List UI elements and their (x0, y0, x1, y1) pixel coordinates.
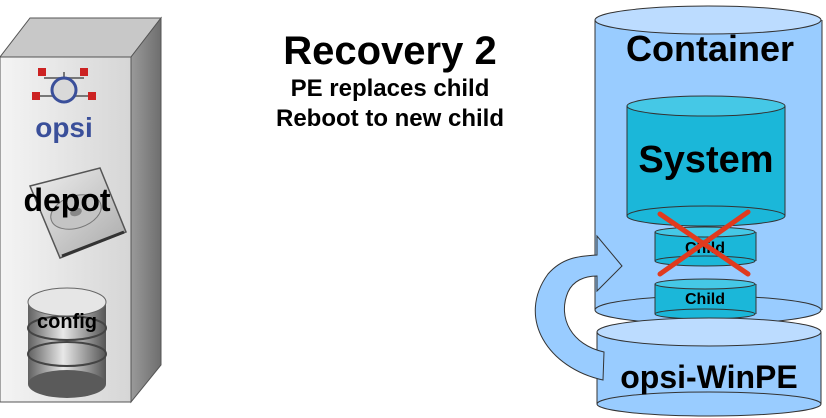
subtitle-line-2: Reboot to new child (276, 105, 504, 132)
new-child-partition: Child (654, 278, 757, 320)
depot-disk: depot (23, 167, 127, 259)
opsi-logo: opsi (32, 68, 96, 143)
network-node-icon (80, 68, 88, 76)
depot-label: depot (23, 182, 110, 218)
container-top (594, 5, 822, 35)
subtitle-line-1: PE replaces child (290, 75, 490, 102)
cross-mark-icon (657, 209, 751, 277)
container-label: Container (626, 28, 794, 69)
config-label: config (37, 311, 97, 333)
tower-side (130, 16, 162, 404)
network-node-icon (38, 68, 46, 76)
diagram-title: Recovery 2 (283, 29, 497, 73)
opsi-logo-text: opsi (35, 112, 93, 143)
title-block: Recovery 2 PE replaces child Reboot to n… (230, 28, 550, 134)
server-tower: opsi depot config (0, 16, 163, 404)
system-label: System (638, 139, 773, 181)
winpe-cylinder: opsi-WinPE (596, 317, 822, 417)
globe-icon (50, 76, 78, 104)
new-child-label: Child (685, 291, 725, 308)
config-database: config (27, 287, 107, 398)
winpe-label: opsi-WinPE (620, 359, 797, 395)
network-node-icon (32, 92, 40, 100)
system-partition: System (626, 95, 786, 227)
curved-arrow-icon (534, 234, 623, 381)
network-node-icon (88, 92, 96, 100)
